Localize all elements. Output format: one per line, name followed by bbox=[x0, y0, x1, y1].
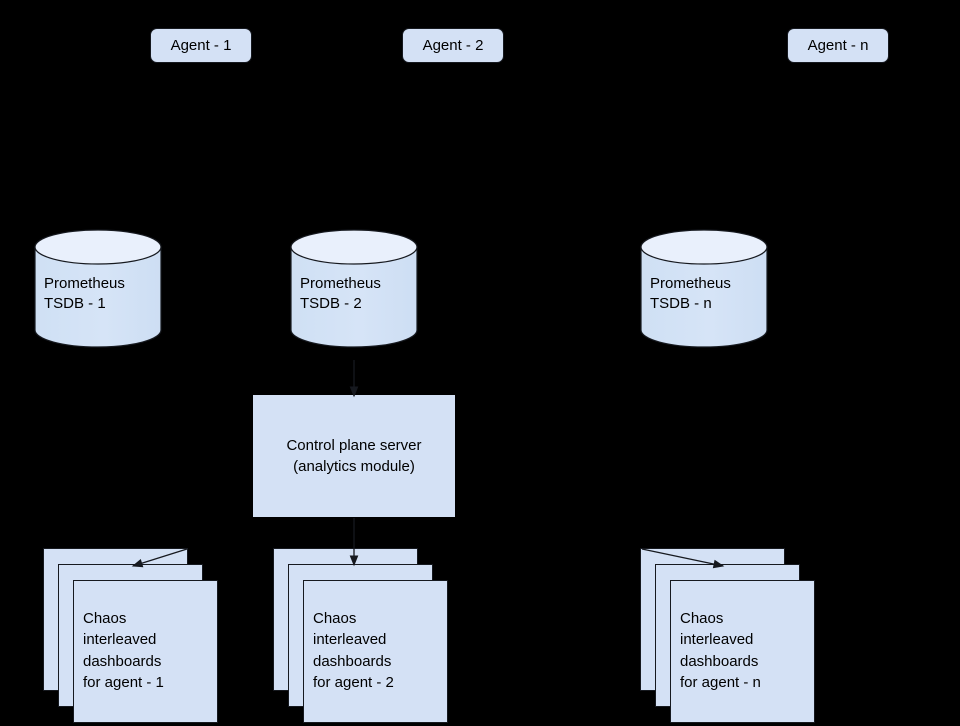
database-cylinder-tsdb-n[interactable]: Prometheus TSDB - n bbox=[640, 229, 768, 348]
agent-box-2[interactable]: Agent - 2 bbox=[402, 28, 504, 63]
agent-box-n[interactable]: Agent - n bbox=[787, 28, 889, 63]
dashboard-stack-agent-2[interactable]: Chaos interleaved dashboards for agent -… bbox=[273, 548, 463, 726]
control-plane-server-box[interactable]: Control plane server (analytics module) bbox=[253, 395, 455, 517]
database-cylinder-tsdb-2[interactable]: Prometheus TSDB - 2 bbox=[290, 229, 418, 348]
cylinder-shape-icon bbox=[34, 229, 162, 348]
agent-label-n: Agent - n bbox=[807, 36, 869, 54]
cylinder-shape-icon bbox=[290, 229, 418, 348]
control-plane-label: Control plane server (analytics module) bbox=[286, 437, 422, 475]
dashboard-sheet-front bbox=[670, 580, 815, 723]
database-cylinder-tsdb-1[interactable]: Prometheus TSDB - 1 bbox=[34, 229, 162, 348]
agent-label-1: Agent - 1 bbox=[170, 36, 232, 54]
cylinder-shape-icon bbox=[640, 229, 768, 348]
agent-label-2: Agent - 2 bbox=[422, 36, 484, 54]
agent-box-1[interactable]: Agent - 1 bbox=[150, 28, 252, 63]
dashboard-sheet-front bbox=[73, 580, 218, 723]
dashboard-sheet-front bbox=[303, 580, 448, 723]
dashboard-stack-agent-1[interactable]: Chaos interleaved dashboards for agent -… bbox=[43, 548, 233, 726]
dashboard-stack-agent-n[interactable]: Chaos interleaved dashboards for agent -… bbox=[640, 548, 830, 726]
